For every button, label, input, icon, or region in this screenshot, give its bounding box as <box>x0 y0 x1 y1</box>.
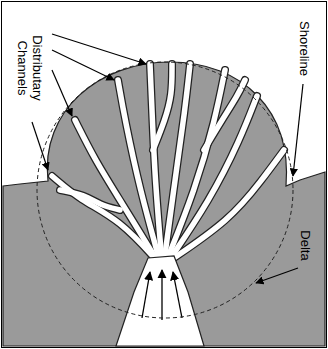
shoreline-label: Shoreline <box>297 15 312 81</box>
channel-bank <box>75 120 158 262</box>
leader-arrow <box>293 84 303 176</box>
channel-water <box>168 96 257 262</box>
channel-water <box>166 70 225 262</box>
leader-lines <box>32 34 303 283</box>
leader-arrow <box>256 268 298 283</box>
land-and-delta <box>3 62 325 346</box>
leader-arrow <box>52 70 72 116</box>
flow-arrow <box>142 272 150 318</box>
channel-bank <box>153 64 172 150</box>
channel-water <box>168 150 284 262</box>
flow-arrow <box>173 272 182 318</box>
channel-label: Distributary Channels <box>15 22 45 114</box>
channel-water <box>150 64 162 262</box>
leader-arrow <box>52 50 114 80</box>
channel-water <box>75 120 158 262</box>
flow-arrows <box>142 270 182 320</box>
channel-water <box>60 190 120 210</box>
delta-outline <box>37 62 293 318</box>
delta-label: Delta <box>298 225 313 265</box>
leader-arrow <box>52 34 146 64</box>
channel-water <box>204 80 245 150</box>
flow-arrow <box>161 270 162 320</box>
river-trunk <box>116 256 204 346</box>
channel-water <box>153 64 172 150</box>
leader-arrow <box>32 122 48 170</box>
river-mouth <box>148 260 174 275</box>
